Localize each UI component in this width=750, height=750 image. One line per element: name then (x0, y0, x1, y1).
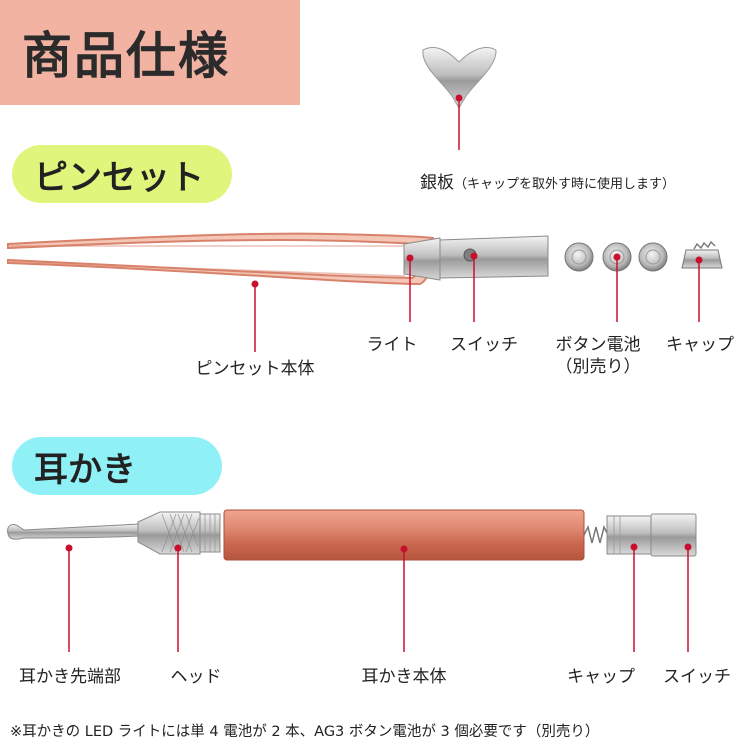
tweezers-body (7, 232, 549, 285)
section-earpick-label: 耳かき (34, 449, 136, 490)
tweezers-cap-label: キャップ (666, 335, 734, 355)
section-tweezers-pill: ピンセット (12, 145, 232, 203)
earpick-body (7, 509, 697, 561)
silver-plate-label: 銀板（キャップを取外す時に使用します） (420, 173, 676, 193)
earpick-tip-label: 耳かき先端部 (19, 667, 121, 687)
page-title: 商品仕様 (22, 27, 230, 85)
earpick-body-label: 耳かき本体 (361, 667, 447, 687)
title-band (0, 0, 300, 105)
leader-lines (65, 94, 703, 652)
earpick-cap-label: キャップ (567, 667, 635, 687)
tweezers-body-label: ピンセット本体 (195, 359, 315, 379)
battery-note: （別売り） (555, 357, 641, 377)
battery-label: ボタン電池 (555, 335, 641, 355)
silver-plate (422, 47, 497, 109)
footnote: ※耳かきの LED ライトには単 4 電池が 2 本、AG3 ボタン電池が 3 … (10, 724, 600, 740)
earpick-switch-label: スイッチ (663, 667, 731, 687)
light-label: ライト (366, 335, 418, 355)
silver-plate-note: （キャップを取外す時に使用します） (454, 177, 676, 192)
tweezers-cap (681, 240, 723, 269)
tweezers-switch-label: スイッチ (450, 335, 518, 355)
section-earpick-pill: 耳かき (12, 437, 222, 495)
earpick-head-label: ヘッド (170, 667, 222, 687)
section-tweezers-label: ピンセット (34, 157, 204, 198)
